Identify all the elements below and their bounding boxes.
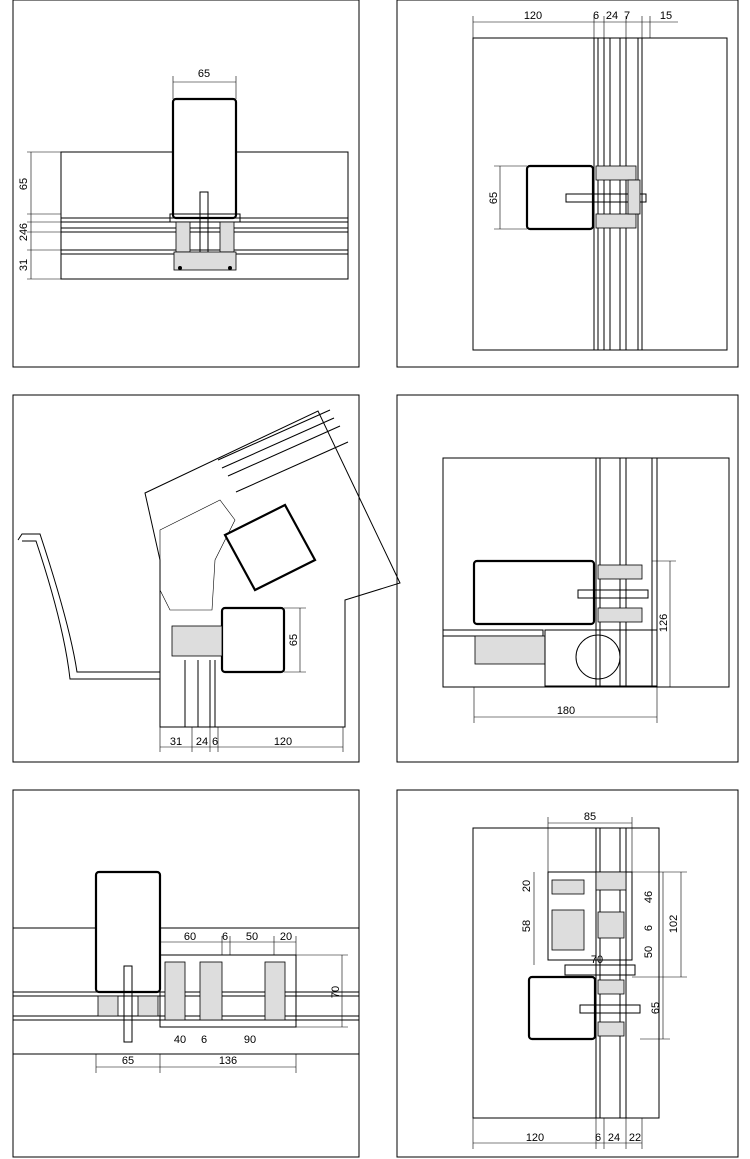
dim-label: 65 — [650, 1002, 662, 1014]
dim-label: 24 — [606, 10, 618, 22]
panel-frame — [396, 394, 739, 763]
glass-unit-outline — [12, 927, 360, 1055]
dim-label: 6 — [201, 1034, 207, 1046]
dim-label: 7 — [624, 10, 630, 22]
dim-label: 65 — [288, 634, 300, 646]
mullion-tube — [94, 870, 162, 994]
dim-label: 65 — [488, 192, 500, 204]
panel-window-insert-section: 60 6 50 20 70 40 6 90 65 136 — [12, 789, 360, 1158]
dim-label: 120 — [524, 10, 542, 22]
dim-label: 40 — [174, 1034, 186, 1046]
steel-pipe — [575, 634, 621, 680]
gutter-profile — [17, 533, 160, 673]
glass-unit-outline — [442, 457, 730, 688]
dim-label: 60 — [184, 931, 196, 943]
mullion-tube — [525, 164, 595, 231]
mullion-tube — [220, 606, 286, 674]
dim-label: 6 — [212, 736, 218, 748]
dim-label: 58 — [521, 920, 533, 932]
dim-label: 6 — [595, 1132, 601, 1144]
dim-label: 70 — [591, 954, 603, 966]
vent-frame-profile — [547, 871, 633, 961]
rotated-mullion — [223, 503, 317, 592]
dim-label: 120 — [274, 736, 292, 748]
panel-frame — [12, 789, 360, 1158]
panel-steel-support-section: 126 180 — [396, 394, 739, 763]
dim-label: 120 — [526, 1132, 544, 1144]
panel-mullion-transom-section: 65 65 24 6 31 — [12, 0, 360, 368]
dim-label: 6 — [222, 931, 228, 943]
dim-label: 136 — [219, 1055, 237, 1067]
dim-label: 102 — [668, 915, 680, 933]
mullion-tube — [527, 975, 597, 1041]
dim-label: 180 — [557, 705, 575, 717]
dim-label: 70 — [330, 986, 342, 998]
dim-label: 24 — [608, 1132, 620, 1144]
dim-label: 90 — [244, 1034, 256, 1046]
dim-label: 85 — [584, 811, 596, 823]
mullion-tube — [472, 559, 596, 626]
panel-frame — [396, 789, 739, 1158]
dim-label: 15 — [660, 10, 672, 22]
dim-label: 24 — [18, 229, 30, 241]
panel-mullion-plan-section: 120 6 24 7 15 65 — [396, 0, 739, 368]
glass-unit-outline — [472, 827, 660, 1119]
dim-label: 126 — [658, 614, 670, 632]
dim-label: 20 — [521, 880, 533, 892]
dim-label: 20 — [280, 931, 292, 943]
panel-vent-frame-section: 85 20 58 70 46 6 50 102 65 120 6 24 22 — [396, 789, 739, 1158]
dim-label: 31 — [18, 259, 30, 271]
dim-label: 31 — [170, 736, 182, 748]
dim-label: 50 — [246, 931, 258, 943]
dim-label: 6 — [643, 925, 655, 931]
dim-label: 65 — [198, 68, 210, 80]
dim-label: 6 — [593, 10, 599, 22]
panel-frame — [12, 0, 360, 368]
dim-label: 65 — [18, 178, 30, 190]
panel-frame — [12, 394, 360, 763]
panel-frame — [396, 0, 739, 368]
dim-label: 50 — [643, 946, 655, 958]
dim-label: 22 — [629, 1132, 641, 1144]
panel-corner-roof-section: 65 31 24 6 120 — [12, 394, 401, 763]
steel-channel — [544, 629, 658, 687]
mullion-tube — [171, 97, 238, 220]
dim-label: 65 — [122, 1055, 134, 1067]
glass-unit-outline — [472, 37, 728, 351]
dim-label: 6 — [18, 223, 30, 229]
dim-label: 46 — [643, 891, 655, 903]
dim-label: 24 — [196, 736, 208, 748]
window-frame-profile — [159, 954, 297, 1028]
